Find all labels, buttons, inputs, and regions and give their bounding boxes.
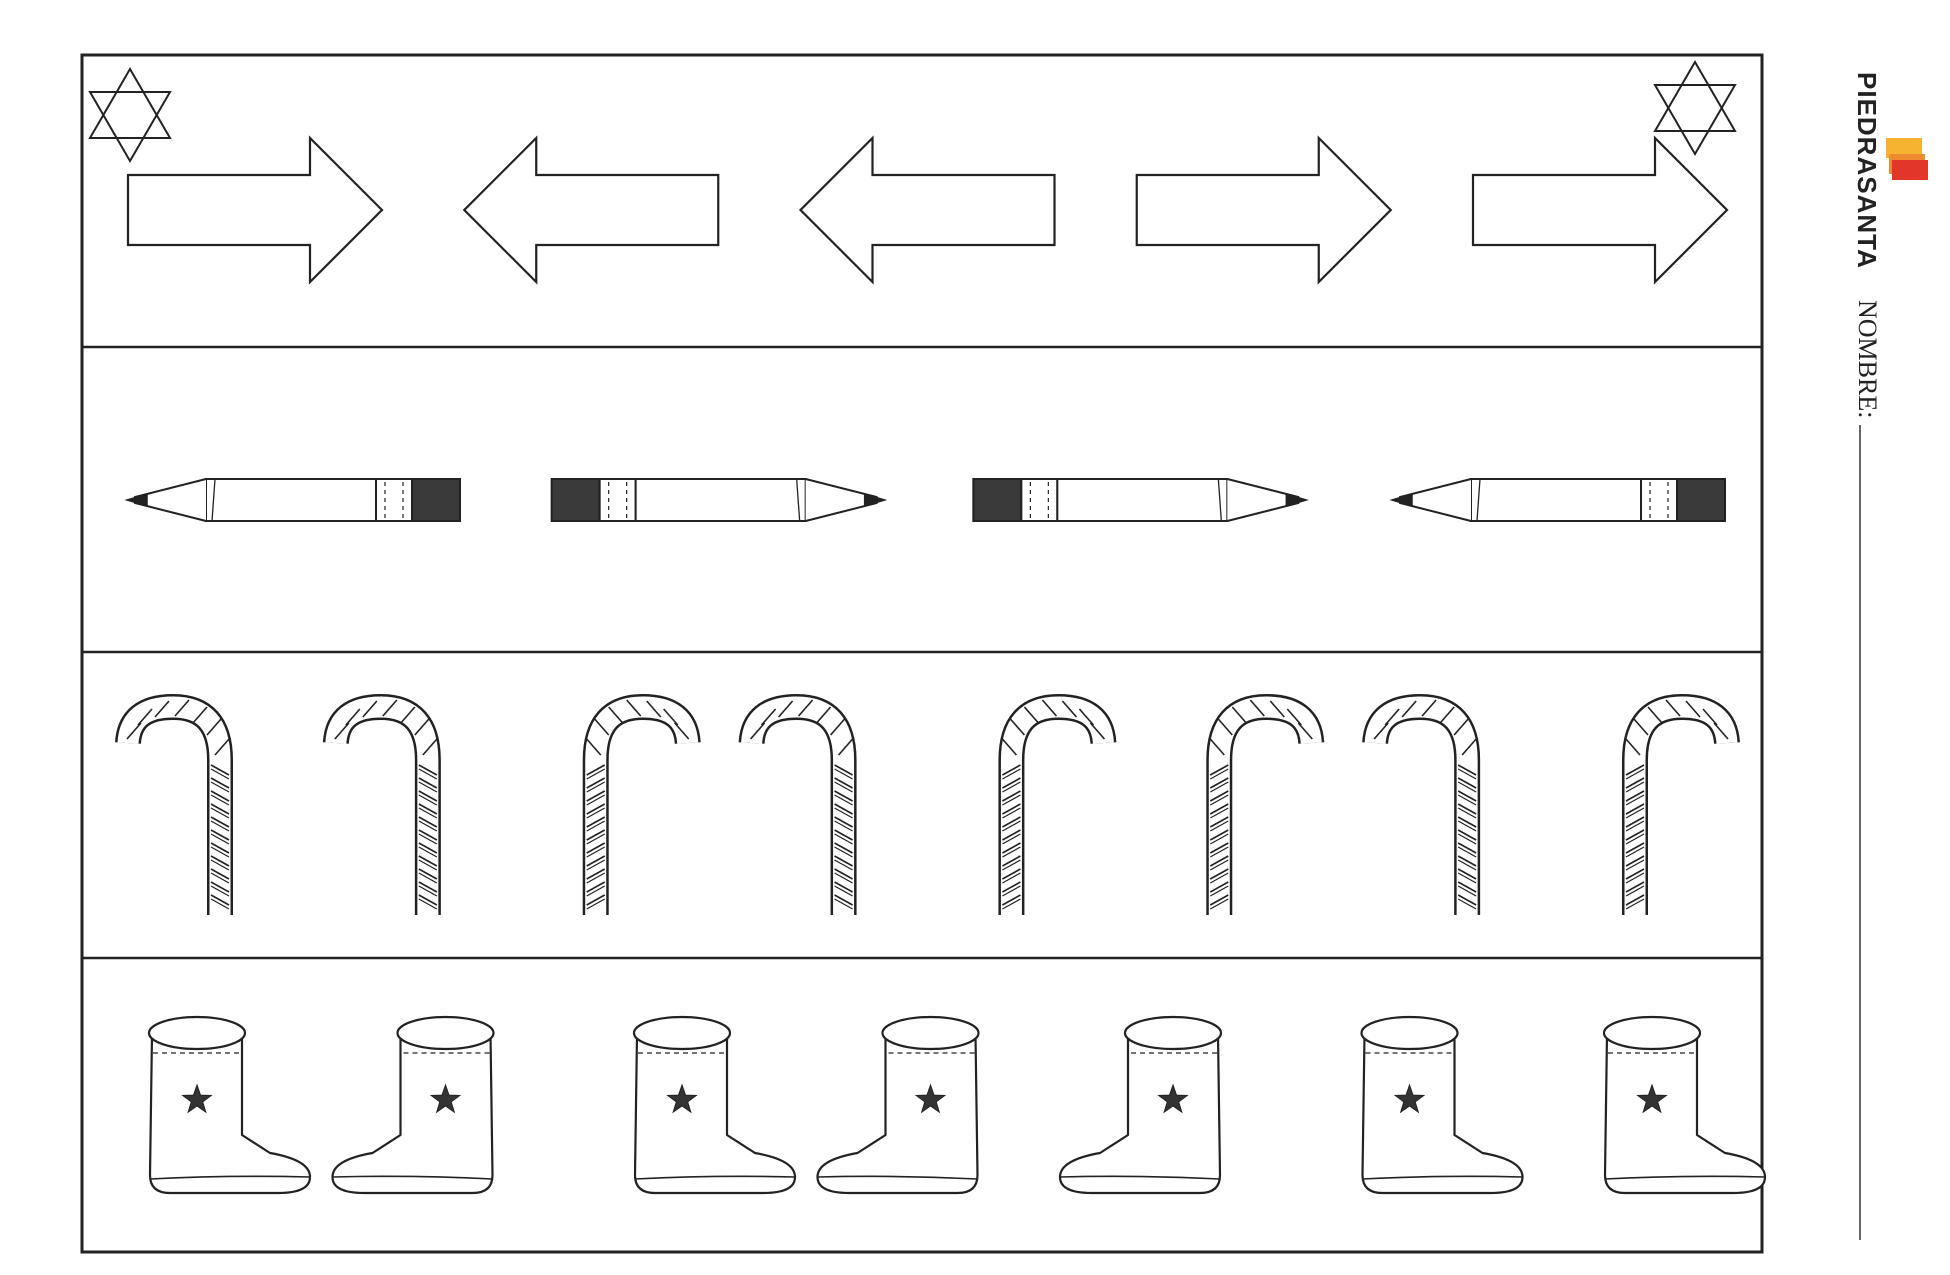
star-of-david-icon <box>88 67 172 163</box>
boot-left <box>1058 1015 1223 1195</box>
arrow-right <box>126 135 384 285</box>
worksheet-frame <box>80 53 1764 1254</box>
pencil-left <box>1389 478 1726 522</box>
candy-cane-left <box>738 693 857 915</box>
candy-cane-right <box>1622 693 1740 915</box>
boot-right <box>1360 1015 1524 1195</box>
name-label: NOMBRE: <box>1853 300 1882 419</box>
arrow-left <box>798 135 1056 285</box>
rows-layer <box>88 60 1767 1195</box>
pencil-right <box>550 478 888 522</box>
arrow-right <box>1135 135 1393 285</box>
pencil-left <box>124 478 461 522</box>
candy-cane-left <box>322 693 441 915</box>
candy-cane-left <box>1362 693 1481 915</box>
arrow-left <box>462 135 720 285</box>
boot-right <box>147 1015 312 1195</box>
publisher-logo <box>1886 138 1928 180</box>
pencil-right <box>972 478 1309 522</box>
candy-cane-right <box>998 693 1117 915</box>
boot-left <box>816 1015 980 1195</box>
boot-right <box>632 1015 797 1195</box>
star-of-david-icon <box>1653 60 1737 156</box>
candy-cane-right <box>1206 693 1325 915</box>
arrow-right <box>1471 135 1729 285</box>
boot-right <box>1602 1015 1767 1195</box>
candy-cane-right <box>582 693 701 915</box>
publisher-brand: PIEDRASANTA <box>1852 72 1882 269</box>
boot-left <box>331 1015 495 1195</box>
candy-cane-left <box>115 693 233 915</box>
